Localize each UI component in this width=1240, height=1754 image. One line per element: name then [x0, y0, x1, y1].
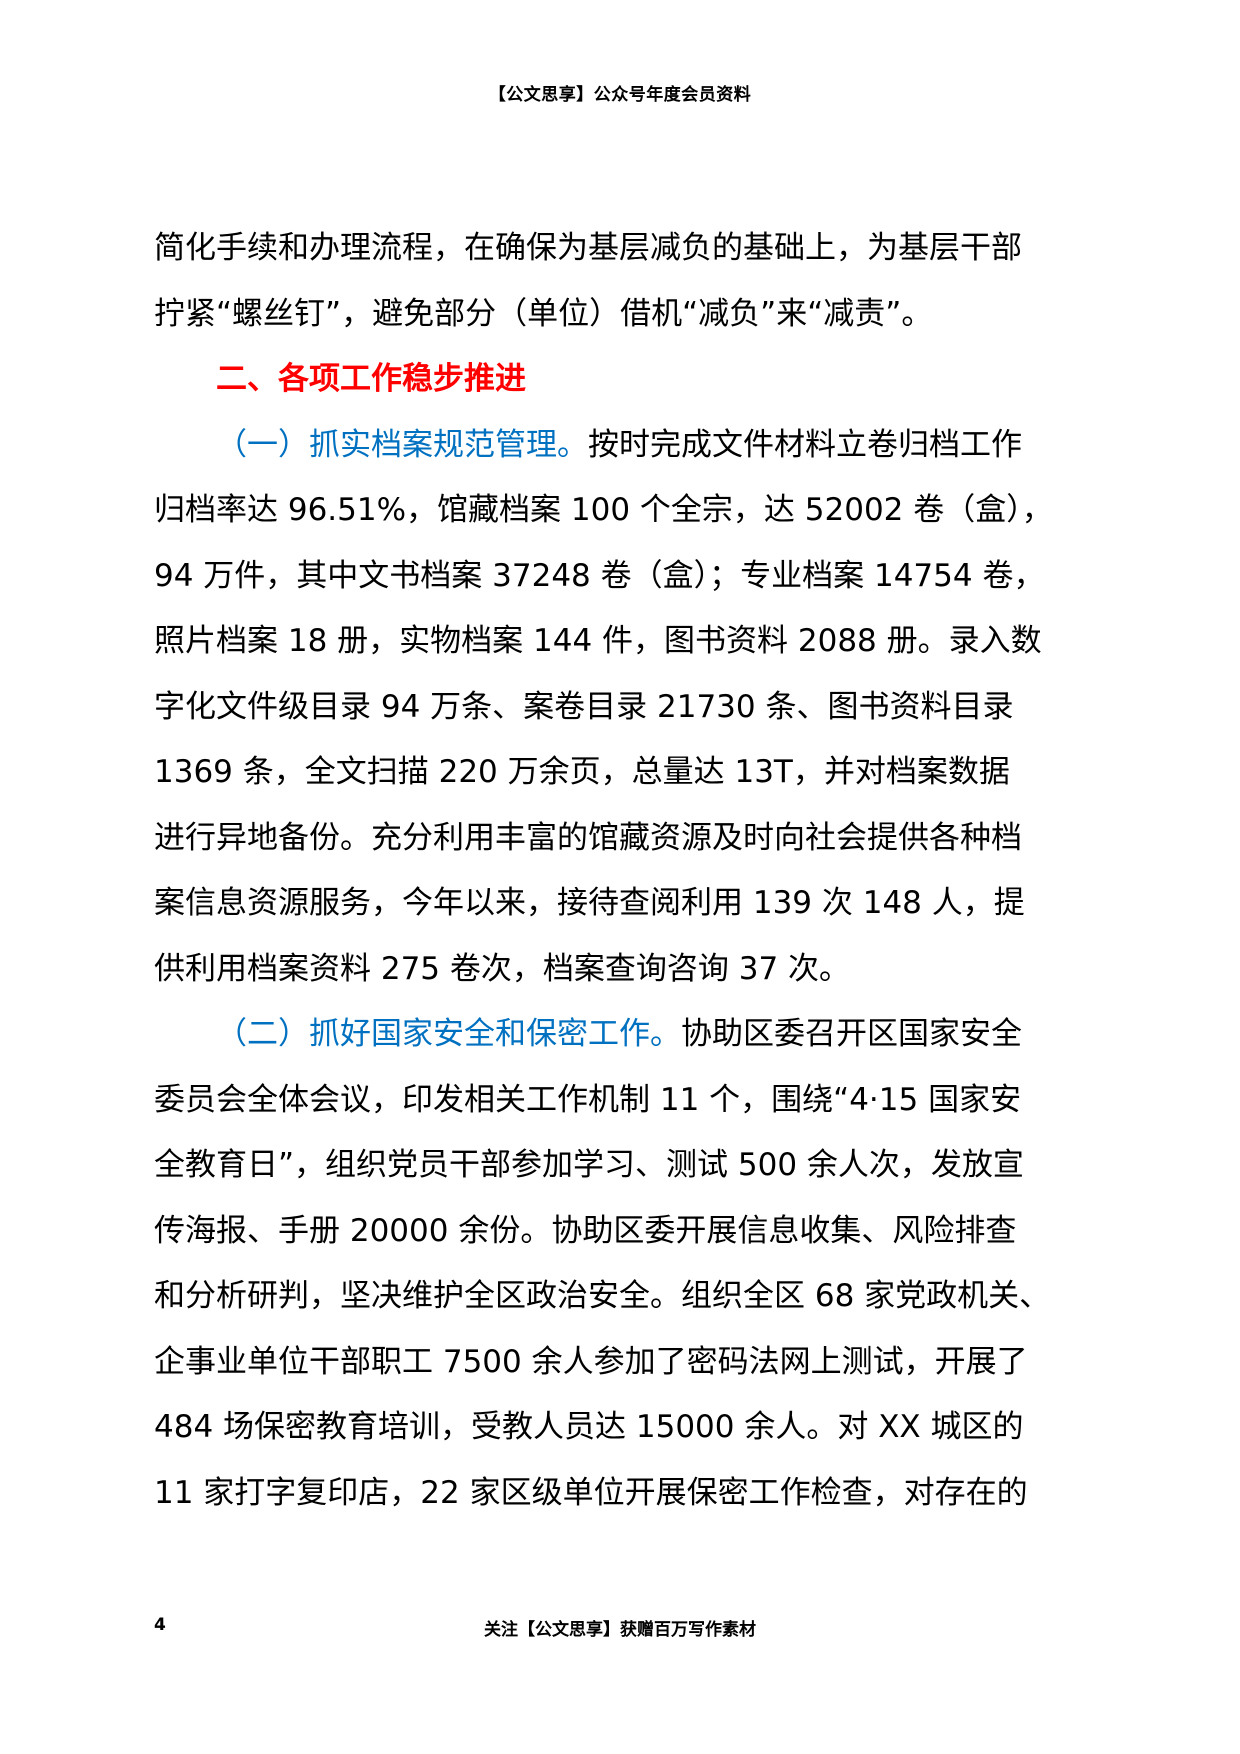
paragraph-line: （一）抓实档案规范管理。按时完成文件材料立卷归档工作	[154, 413, 1114, 479]
paragraph-line: 拧紧“螺丝钉”，避免部分（单位）借机“减负”来“减责”。	[154, 295, 933, 332]
document-body: 简化手续和办理流程，在确保为基层减负的基础上，为基层干部 拧紧“螺丝钉”，避免部…	[154, 216, 1114, 1526]
paragraph-line: 供利用档案资料 275 卷次，档案查询咨询 37 次。	[154, 950, 851, 987]
page-footer: 4 关注【公文思享】获赠百万写作素材	[0, 1615, 1240, 1645]
paragraph-line: 字化文件级目录 94 万条、案卷目录 21730 条、图书资料目录	[154, 688, 1014, 725]
paragraph-line: 94 万件，其中文书档案 37248 卷（盒）；专业档案 14754 卷，	[154, 557, 1045, 594]
paragraph-text: 协助区委召开区国家安全	[681, 1016, 1022, 1052]
paragraph-line: 和分析研判，坚决维护全区政治安全。组织全区 68 家党政机关、	[154, 1278, 1051, 1314]
paragraph-line: 全教育日”，组织党员干部参加学习、测试 500 余人次，发放宣	[154, 1147, 1024, 1183]
footer-text: 关注【公文思享】获赠百万写作素材	[484, 1620, 756, 1640]
paragraph-text: 按时完成文件材料立卷归档工作	[588, 426, 1022, 463]
paragraph-line: 进行异地备份。充分利用丰富的馆藏资源及时向社会提供各种档	[154, 819, 1022, 856]
paragraph-line: 案信息资源服务，今年以来，接待查阅利用 139 次 148 人，提	[154, 885, 1025, 921]
paragraph-line: 委员会全体会议，印发相关工作机制 11 个，围绕“4·15 国家安	[154, 1081, 1022, 1118]
paragraph-line: 传海报、手册 20000 余份。协助区委开展信息收集、风险排查	[154, 1212, 1017, 1249]
paragraph-line: 简化手续和办理流程，在确保为基层减负的基础上，为基层干部	[154, 230, 1022, 266]
paragraph-line: 1369 条，全文扫描 220 万余页，总量达 13T，并对档案数据	[154, 754, 1010, 790]
subheading-security: （二）抓好国家安全和保密工作。	[216, 1016, 681, 1052]
paragraph-line: 11 家打字复印店，22 家区级单位开展保密工作检查，对存在的	[154, 1474, 1028, 1511]
section-heading: 二、各项工作稳步推进	[216, 361, 526, 397]
page-header: 【公文思享】公众号年度会员资料	[0, 80, 1240, 105]
paragraph-line: 照片档案 18 册，实物档案 144 件，图书资料 2088 册。录入数	[154, 623, 1042, 659]
paragraph-line: 484 场保密教育培训，受教人员达 15000 余人。对 XX 城区的	[154, 1409, 1024, 1445]
paragraph-line: 归档率达 96.51%，馆藏档案 100 个全宗，达 52002 卷（盒），	[154, 492, 1053, 528]
header-title: 【公文思享】公众号年度会员资料	[488, 85, 752, 105]
paragraph-line: 企事业单位干部职工 7500 余人参加了密码法网上测试，开展了	[154, 1343, 1028, 1380]
page-number: 4	[154, 1615, 166, 1635]
subheading-archives: （一）抓实档案规范管理。	[216, 426, 588, 463]
paragraph-line: （二）抓好国家安全和保密工作。协助区委召开区国家安全	[154, 1002, 1114, 1068]
